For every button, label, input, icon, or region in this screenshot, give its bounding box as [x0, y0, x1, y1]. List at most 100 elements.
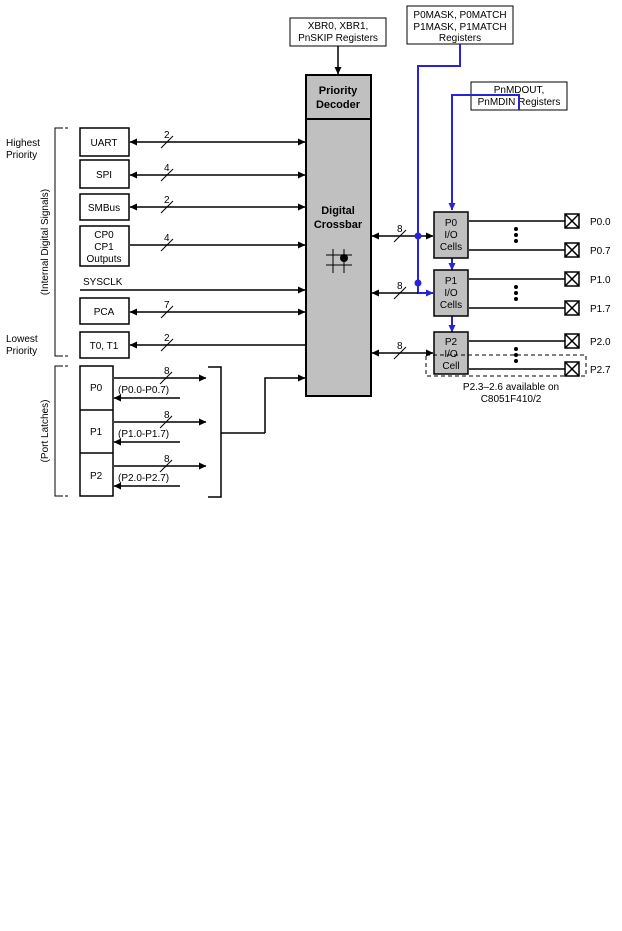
uart-label: UART [90, 138, 117, 149]
mask-junction-p0 [414, 232, 422, 240]
xbr-registers-box: XBR0, XBR1, PnSKIP Registers [289, 17, 387, 47]
io-cell-p2: P2 I/O Cell [433, 331, 469, 375]
io-cell-p2-line-2: I/O [444, 349, 458, 360]
xbr-line-2: PnSKIP Registers [298, 33, 378, 44]
latch-p2-width: 8 [164, 454, 170, 465]
mask-line-1: P0MASK, P0MATCH [413, 10, 506, 21]
smbus-label: SMBus [88, 203, 120, 214]
mask-registers-box: P0MASK, P0MATCH P1MASK, P1MATCH Register… [406, 5, 514, 45]
comparator-bus-slash [160, 238, 174, 252]
spi-bus-slash [160, 168, 174, 182]
mask-junction-p1 [414, 279, 422, 287]
mask-match-lines [417, 44, 520, 333]
uart-bus-slash [160, 135, 174, 149]
priority-decoder: Priority Decoder [305, 74, 372, 120]
latch-p0-width: 8 [164, 366, 170, 377]
crossbar-line-2: Crossbar [314, 219, 363, 231]
pin-box-p10 [564, 271, 580, 287]
latch-p2-range: (P2.0-P2.7) [118, 473, 169, 484]
pca-label: PCA [94, 307, 115, 318]
mdout-line-1: PnMDOUT, [494, 85, 545, 96]
io-bus-p1 [371, 286, 418, 300]
lowest-priority-line-2: Priority [6, 346, 37, 357]
latch-p0-range: (P0.0-P0.7) [118, 385, 169, 396]
latch-p0-label: P0 [90, 383, 103, 394]
io-bus-p1-width: 8 [397, 281, 403, 292]
latch-p0-bus [113, 371, 207, 402]
peripheral-comparators: CP0 CP1 Outputs [79, 225, 130, 267]
io-cell-p1-line-2: I/O [444, 288, 458, 299]
io-bus-p0 [371, 229, 434, 243]
pca-bus-width: 7 [164, 300, 170, 311]
pin-lines [469, 220, 565, 370]
pin-label-p20: P2.0 [590, 337, 611, 348]
pin-ellipsis-dots [514, 227, 518, 363]
decoder-line-1: Priority [319, 85, 358, 97]
timers-bus-slash [160, 338, 174, 352]
timers-bus-width: 2 [164, 333, 170, 344]
crossbar-line-1: Digital [321, 205, 355, 217]
io-cell-p0-line-1: P0 [445, 218, 458, 229]
latch-p1-range: (P1.0-P1.7) [118, 429, 169, 440]
comparator-bus-width: 4 [164, 233, 170, 244]
io-cell-p2-line-3: Cell [442, 361, 459, 372]
timers-label: T0, T1 [90, 341, 119, 352]
sysclk-label: SYSCLK [83, 277, 123, 288]
uart-bus-width: 2 [164, 130, 170, 141]
peripheral-spi: SPI [79, 159, 130, 189]
pin-label-p07: P0.7 [590, 246, 611, 257]
io-cell-p0: P0 I/O Cells [433, 211, 469, 259]
decoder-line-2: Decoder [316, 99, 361, 111]
highest-priority-line-2: Priority [6, 150, 37, 161]
xbr-line-1: XBR0, XBR1, [308, 21, 369, 32]
highest-priority-line-1: Highest [6, 138, 40, 149]
latch-merge-bracket [208, 366, 306, 498]
cp0-label: CP0 [94, 230, 114, 241]
pin-label-p27: P2.7 [590, 365, 611, 376]
peripheral-uart: UART [79, 127, 130, 157]
availability-note-line-2: C8051F410/2 [481, 394, 542, 405]
cp1-label: CP1 [94, 242, 114, 253]
availability-note-line-1: P2.3–2.6 available on [463, 382, 559, 393]
io-bus-p2-width: 8 [397, 341, 403, 352]
io-cell-p0-line-3: Cells [440, 242, 462, 253]
port-latches-bracket [54, 365, 68, 497]
pin-box-p20 [564, 333, 580, 349]
crossbar-switch-icon [326, 249, 352, 273]
pin-box-p00 [564, 213, 580, 229]
spi-bus-width: 4 [164, 163, 170, 174]
latch-p2-label: P2 [90, 471, 103, 482]
pin-label-p10: P1.0 [590, 275, 611, 286]
mask-line-2: P1MASK, P1MATCH [413, 22, 506, 33]
io-cell-p1: P1 I/O Cells [433, 269, 469, 317]
latch-p1-width: 8 [164, 410, 170, 421]
peripheral-smbus: SMBus [79, 193, 130, 221]
io-bus-p0-width: 8 [397, 224, 403, 235]
mask-line-3: Registers [439, 33, 481, 44]
pin-box-p27 [564, 361, 580, 377]
p2-availability-box [425, 354, 587, 377]
pca-bus-slash [160, 305, 174, 319]
peripheral-timers: T0, T1 [79, 331, 130, 359]
port-latches-label: (Port Latches) [40, 400, 51, 463]
pin-label-p17: P1.7 [590, 304, 611, 315]
smbus-bus-slash [160, 200, 174, 214]
outputs-label: Outputs [86, 254, 121, 265]
pin-box-p07 [564, 242, 580, 258]
internal-signals-label: (Internal Digital Signals) [40, 189, 51, 295]
lowest-priority-line-1: Lowest [6, 334, 38, 345]
pin-box-p17 [564, 300, 580, 316]
spi-label: SPI [96, 170, 112, 181]
latch-p2-bus [113, 459, 207, 490]
io-bus-p2 [371, 346, 434, 360]
pin-label-p00: P0.0 [590, 217, 611, 228]
smbus-bus-width: 2 [164, 195, 170, 206]
digital-crossbar: Digital Crossbar [305, 118, 372, 397]
io-cell-p0-line-2: I/O [444, 230, 458, 241]
io-cell-p1-line-3: Cells [440, 300, 462, 311]
latch-p1-label: P1 [90, 427, 103, 438]
peripheral-pca: PCA [79, 297, 130, 325]
internal-signals-bracket [54, 127, 68, 357]
latch-p1-bus [113, 415, 207, 446]
